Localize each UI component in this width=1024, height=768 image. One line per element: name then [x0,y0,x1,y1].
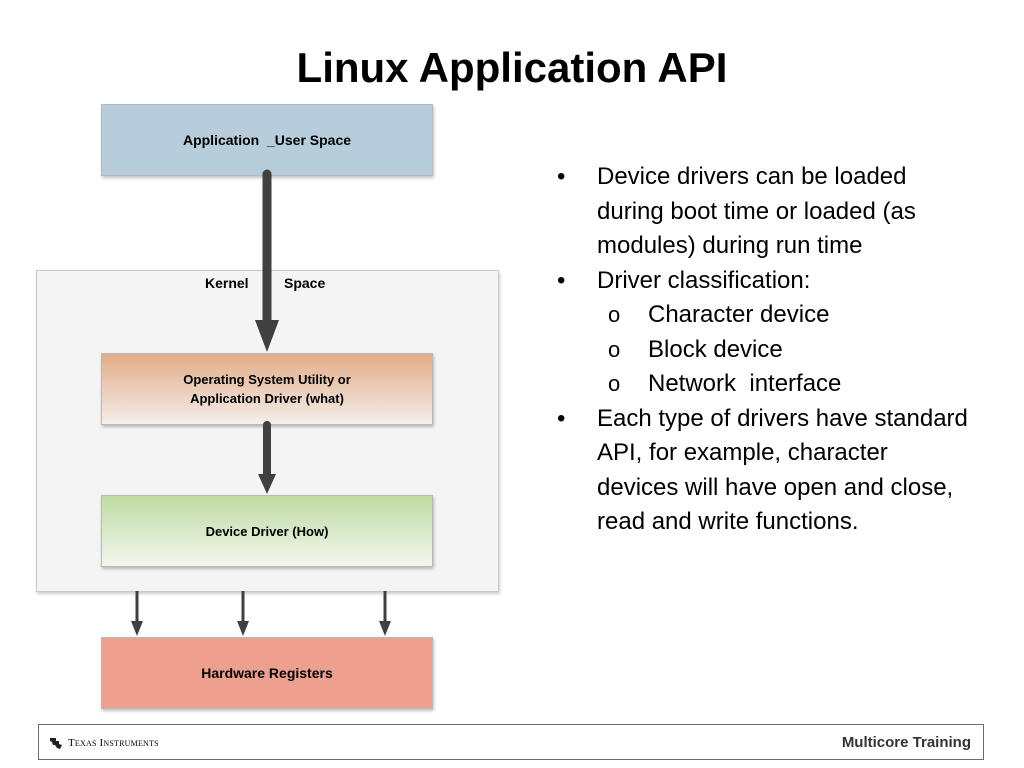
slide-title: Linux Application API [296,44,728,91]
ti-brand: Texas Instruments [49,735,159,751]
ti-logo-icon [50,738,62,749]
bullet-2-line-1: Driver classification: [597,266,811,294]
arrow-kernel-to-hardware-3 [379,591,391,636]
sub-bullet-network-interface: o Network interface [557,367,1007,402]
application-label: Application _User Space [182,131,352,148]
os-utility-label-line1: Operating System Utility or [183,372,351,387]
device-driver-box: Device Driver (How) [101,495,433,567]
bullet-1-line-2: during boot time or loaded (as [597,197,916,225]
slide-footer: Texas Instruments Multicore Training [38,724,984,760]
bullet-item-2: • Driver classification: [557,264,1007,299]
bullet-3-line-4: read and write functions. [597,508,859,535]
bullet-item-3: • Each type of drivers have standard API… [557,402,1007,540]
device-driver-label: Device Driver (How) [205,523,329,539]
bullet-list: • Device drivers can be loaded during bo… [557,160,1007,540]
sub-bullet-2-text: Block device [648,335,783,363]
sub-bullet-3-text: Network interface [648,370,842,397]
bullet-1-line-1: Device drivers can be loaded [597,163,907,190]
arrow-kernel-to-hardware-1 [131,591,143,636]
arrow-kernel-to-hardware-2 [237,591,249,636]
bullet-item-1: • Device drivers can be loaded during bo… [557,160,1007,264]
company-name: Texas Instruments [68,737,159,749]
application-user-space-box: Application _User Space [101,104,433,176]
sub-bullet-marker: o [608,371,621,396]
sub-bullet-block-device: o Block device [557,333,1007,368]
multicore-training-label: Multicore Training [841,734,971,751]
bullet-3-line-2: API, for example, character [597,439,888,466]
sub-bullet-1-text: Character device [648,301,830,328]
sub-bullet-marker: o [608,336,621,362]
sub-bullet-character-device: o Character device [557,298,1007,333]
os-utility-box: Operating System Utility or Application … [101,353,433,425]
bullet-marker: • [557,404,566,432]
bullet-3-line-3: devices will have open and close, [597,473,954,501]
bullet-1-line-3: modules) during run time [597,232,863,259]
kernel-label: Kernel [205,275,249,291]
bullet-3-line-1: Each type of drivers have standard [597,404,968,432]
sub-bullet-marker: o [608,302,621,327]
bullet-marker: • [557,163,566,190]
hardware-registers-box: Hardware Registers [101,637,433,709]
os-utility-label-line2: Application Driver (what) [190,391,344,406]
space-label: Space [284,275,326,291]
bullet-marker: • [557,266,566,294]
hardware-registers-label: Hardware Registers [201,664,333,681]
